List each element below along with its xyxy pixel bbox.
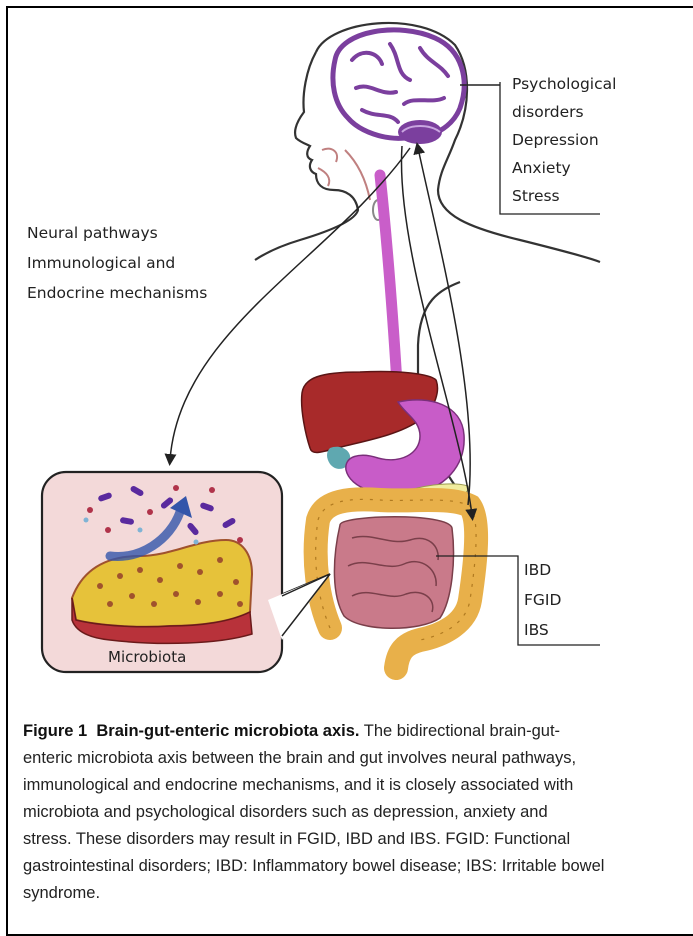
throat-details bbox=[318, 149, 383, 220]
pathways-label: Neural pathways Immunological and Endocr… bbox=[27, 218, 207, 308]
figure-number: Figure 1 bbox=[23, 722, 87, 740]
caption-text-4: stress. These disorders may result in FG… bbox=[23, 826, 693, 853]
figure-title: Brain-gut-enteric microbiota axis. bbox=[96, 722, 359, 740]
microbiota-label: Microbiota bbox=[108, 648, 186, 666]
caption-line-1: Figure 1 Brain-gut-enteric microbiota ax… bbox=[23, 718, 693, 745]
label-stress: Stress bbox=[512, 182, 616, 210]
label-immunological: Immunological and bbox=[27, 248, 207, 278]
caption-text-2: immunological and endocrine mechanisms, … bbox=[23, 772, 693, 799]
label-fgid: FGID bbox=[524, 585, 561, 615]
label-disorders: disorders bbox=[512, 98, 616, 126]
caption-text-0: The bidirectional brain-gut- bbox=[360, 722, 561, 740]
label-ibs: IBS bbox=[524, 615, 561, 645]
small-intestine bbox=[334, 517, 453, 629]
microbiota-callout bbox=[42, 472, 330, 672]
caption-text-1: enteric microbiota axis between the brai… bbox=[23, 745, 693, 772]
label-anxiety: Anxiety bbox=[512, 154, 616, 182]
label-psychological: Psychological bbox=[512, 70, 616, 98]
caption-text-6: syndrome. bbox=[23, 880, 693, 907]
brain-illustration bbox=[333, 30, 464, 144]
figure-caption: Figure 1 Brain-gut-enteric microbiota ax… bbox=[23, 718, 693, 907]
label-depression: Depression bbox=[512, 126, 616, 154]
psychological-disorders-label: Psychological disorders Depression Anxie… bbox=[512, 70, 616, 210]
label-endocrine: Endocrine mechanisms bbox=[27, 278, 207, 308]
gut-disorders-label: IBD FGID IBS bbox=[524, 555, 561, 645]
esophagus bbox=[380, 175, 398, 400]
label-neural-pathways: Neural pathways bbox=[27, 218, 207, 248]
caption-text-5: gastrointestinal disorders; IBD: Inflamm… bbox=[23, 853, 693, 880]
caption-text-3: microbiota and psychological disorders s… bbox=[23, 799, 693, 826]
label-ibd: IBD bbox=[524, 555, 561, 585]
